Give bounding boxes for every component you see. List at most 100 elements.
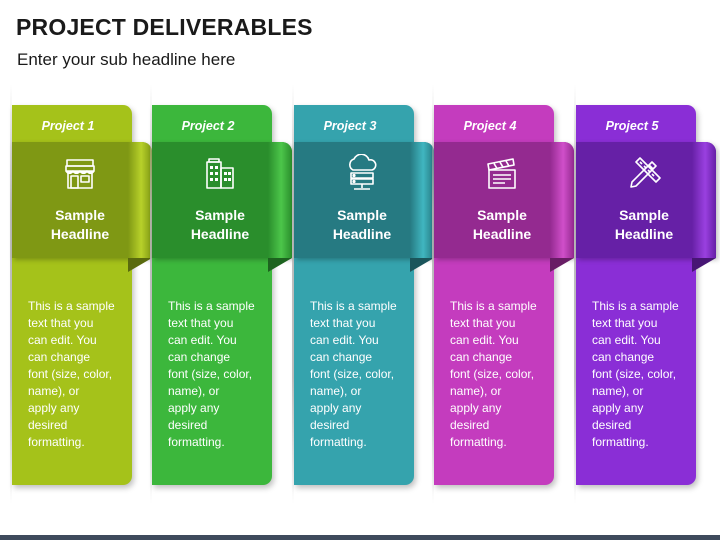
column-separator xyxy=(432,84,434,504)
body-text-line: This is a sample xyxy=(168,299,255,313)
deliverable-column: Project 1 This is a sample text that you ca… xyxy=(10,84,160,504)
body-text-line: font (size, color, xyxy=(450,367,535,381)
body-text-line: desired xyxy=(450,418,490,432)
body-text-line: formatting. xyxy=(28,435,85,449)
body-text-line: name), or xyxy=(168,384,220,398)
headline-line: Headline xyxy=(332,226,392,242)
column-separator xyxy=(10,84,12,504)
body-text-line: name), or xyxy=(310,384,362,398)
ribbon-fold xyxy=(268,142,292,258)
deliverable-column: Project 3 This is a sample text that you ca… xyxy=(292,84,442,504)
ribbon-fold xyxy=(692,142,716,258)
card-body-text: This is a sample text that you can edit. Y… xyxy=(168,298,268,451)
body-text-line: font (size, color, xyxy=(28,367,113,381)
body-text-line: This is a sample xyxy=(28,299,115,313)
body-text-line: text that you xyxy=(168,316,234,330)
ribbon-tail xyxy=(692,258,716,272)
headline-line: Sample xyxy=(55,207,105,223)
body-text-line: can edit. You xyxy=(592,333,661,347)
buildings-icon xyxy=(200,154,240,194)
card-body-text: This is a sample text that you can edit. Y… xyxy=(450,298,550,451)
body-text-line: desired xyxy=(168,418,208,432)
body-text-line: formatting. xyxy=(592,435,649,449)
ribbon-tail xyxy=(128,258,152,272)
body-text-line: text that you xyxy=(450,316,516,330)
project-label: Project 5 xyxy=(605,119,659,133)
body-text-line: apply any xyxy=(450,401,502,415)
body-text-line: font (size, color, xyxy=(310,367,395,381)
body-text-line: formatting. xyxy=(310,435,367,449)
body-text-line: can edit. You xyxy=(310,333,379,347)
body-text-line: desired xyxy=(310,418,350,432)
headline-line: Sample xyxy=(619,207,669,223)
body-text-line: apply any xyxy=(592,401,644,415)
ribbon-fold xyxy=(128,142,152,258)
headline-line: Sample xyxy=(337,207,387,223)
clapperboard-icon xyxy=(482,154,522,194)
body-text-line: name), or xyxy=(450,384,502,398)
storefront-icon xyxy=(60,154,100,194)
card-body-text: This is a sample text that you can edit. Y… xyxy=(310,298,410,451)
ribbon-tail xyxy=(410,258,434,272)
headline-line: Headline xyxy=(50,226,110,242)
project-label: Project 1 xyxy=(41,119,95,133)
body-text-line: can change xyxy=(450,350,513,364)
body-text-line: can change xyxy=(28,350,91,364)
column-separator xyxy=(574,84,576,504)
footer-bar xyxy=(0,535,720,540)
ribbon-fold xyxy=(550,142,574,258)
body-text-line: font (size, color, xyxy=(592,367,677,381)
page-subtitle: Enter your sub headline here xyxy=(17,50,236,69)
body-text-line: can change xyxy=(592,350,655,364)
card-body-text: This is a sample text that you can edit. Y… xyxy=(28,298,128,451)
body-text-line: font (size, color, xyxy=(168,367,253,381)
body-text-line: name), or xyxy=(592,384,644,398)
body-text-line: can edit. You xyxy=(168,333,237,347)
headline-line: Headline xyxy=(190,226,250,242)
deliverable-column: Project 5 This is a sample text that you ca… xyxy=(574,84,720,504)
body-text-line: name), or xyxy=(28,384,80,398)
headline-line: Sample xyxy=(195,207,245,223)
body-text-line: This is a sample xyxy=(450,299,537,313)
card-body-text: This is a sample text that you can edit. Y… xyxy=(592,298,692,451)
pencil-ruler-icon xyxy=(624,154,664,194)
body-text-line: This is a sample xyxy=(310,299,397,313)
cloud-server-icon xyxy=(342,153,382,194)
headline-line: Headline xyxy=(472,226,532,242)
body-text-line: desired xyxy=(28,418,68,432)
body-text-line: apply any xyxy=(310,401,362,415)
project-label: Project 2 xyxy=(181,119,235,133)
body-text-line: apply any xyxy=(28,401,80,415)
body-text-line: apply any xyxy=(168,401,220,415)
body-text-line: text that you xyxy=(310,316,376,330)
body-text-line: can edit. You xyxy=(28,333,97,347)
headline-line: Headline xyxy=(614,226,674,242)
column-separator xyxy=(292,84,294,504)
body-text-line: can edit. You xyxy=(450,333,519,347)
page-title: PROJECT DELIVERABLES xyxy=(16,14,313,40)
body-text-line: text that you xyxy=(592,316,658,330)
ribbon-tail xyxy=(268,258,292,272)
body-text-line: can change xyxy=(310,350,373,364)
body-text-line: This is a sample xyxy=(592,299,679,313)
column-separator xyxy=(150,84,152,504)
body-text-line: formatting. xyxy=(168,435,225,449)
ribbon-fold xyxy=(410,142,434,258)
body-text-line: desired xyxy=(592,418,632,432)
body-text-line: can change xyxy=(168,350,231,364)
project-label: Project 3 xyxy=(323,119,377,133)
deliverable-column: Project 2 This is a sample text that you ca… xyxy=(150,84,300,504)
ribbon-tail xyxy=(550,258,574,272)
headline-line: Sample xyxy=(477,207,527,223)
body-text-line: text that you xyxy=(28,316,94,330)
